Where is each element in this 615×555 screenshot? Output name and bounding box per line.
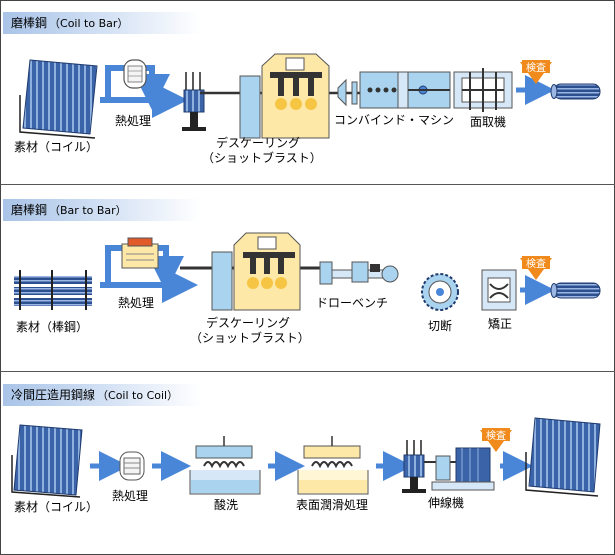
section-title-coil-to-coil: 冷間圧造用鋼線（Coil to Coil）	[3, 384, 201, 406]
descaling-label: デスケーリング	[216, 136, 301, 150]
pickling-tank-icon	[189, 436, 261, 495]
section-divider	[0, 371, 615, 372]
straightener-icon	[481, 269, 517, 311]
section-title: 冷間圧造用鋼線	[11, 388, 96, 402]
material-label: 素材（棒鋼）	[16, 320, 89, 334]
straightening-label: 矯正	[488, 317, 513, 331]
material-label: 素材（コイル）	[14, 140, 99, 154]
section-title: 磨棒鋼	[11, 16, 48, 30]
section-divider	[0, 184, 615, 185]
cutting-saw-icon	[421, 273, 459, 311]
cutting-label: 切断	[428, 319, 453, 333]
bar-stock-icon	[14, 270, 92, 310]
shot-blast-label: （ショットブラスト）	[202, 151, 322, 165]
shot-blast-machine-icon	[211, 232, 301, 311]
inspection-text: 検査	[486, 429, 506, 442]
inspection-badge-icon: 検査	[520, 60, 552, 84]
finished-coil-icon	[525, 417, 601, 497]
shot-blast-machine-icon	[239, 53, 330, 139]
descaling-label: デスケーリング	[206, 316, 291, 330]
combined-machine-icon	[337, 71, 451, 109]
chamfer-machine-label: 面取機	[470, 115, 507, 129]
lubrication-tank-icon	[297, 436, 369, 495]
heat-treatment-label: 熱処理	[118, 296, 155, 310]
uncoiler-icon	[182, 72, 206, 131]
pickling-label: 酸洗	[214, 498, 239, 512]
section-subtitle: （Coil to Bar）	[49, 17, 129, 30]
inspection-text: 検査	[526, 61, 546, 74]
inspection-text: 検査	[526, 257, 546, 270]
section-title: 磨棒鋼	[11, 203, 48, 217]
wire-drawing-machine-icon	[402, 440, 495, 493]
lubrication-label: 表面潤滑処理	[296, 498, 369, 512]
section-title-bar-to-bar: 磨棒鋼（Bar to Bar）	[3, 199, 201, 221]
finished-bars-icon	[550, 83, 601, 100]
draw-bench-icon	[319, 261, 399, 285]
coil-stack-icon	[11, 424, 83, 498]
furnace-icon	[121, 237, 159, 269]
coil-stack-icon	[19, 59, 98, 139]
section-subtitle: （Bar to Bar）	[49, 204, 127, 217]
furnace-icon	[119, 451, 145, 481]
heat-treatment-label: 熱処理	[115, 114, 152, 128]
section-subtitle: （Coil to Coil）	[97, 389, 179, 402]
inspection-badge-icon: 検査	[520, 256, 552, 280]
wire-drawing-label: 伸線機	[428, 496, 465, 510]
heat-treatment-label: 熱処理	[112, 489, 149, 503]
draw-bench-label: ドローベンチ	[316, 296, 389, 310]
shot-blast-label: （ショットブラスト）	[190, 331, 310, 345]
combined-machine-label: コンバインド・マシン	[334, 113, 455, 127]
chamfer-machine-icon	[453, 68, 513, 112]
furnace-icon	[123, 59, 147, 89]
section-title-coil-to-bar: 磨棒鋼（Coil to Bar）	[3, 12, 201, 34]
finished-bars-icon	[550, 282, 601, 299]
material-label: 素材（コイル）	[14, 500, 99, 514]
inspection-badge-icon: 検査	[480, 428, 512, 452]
